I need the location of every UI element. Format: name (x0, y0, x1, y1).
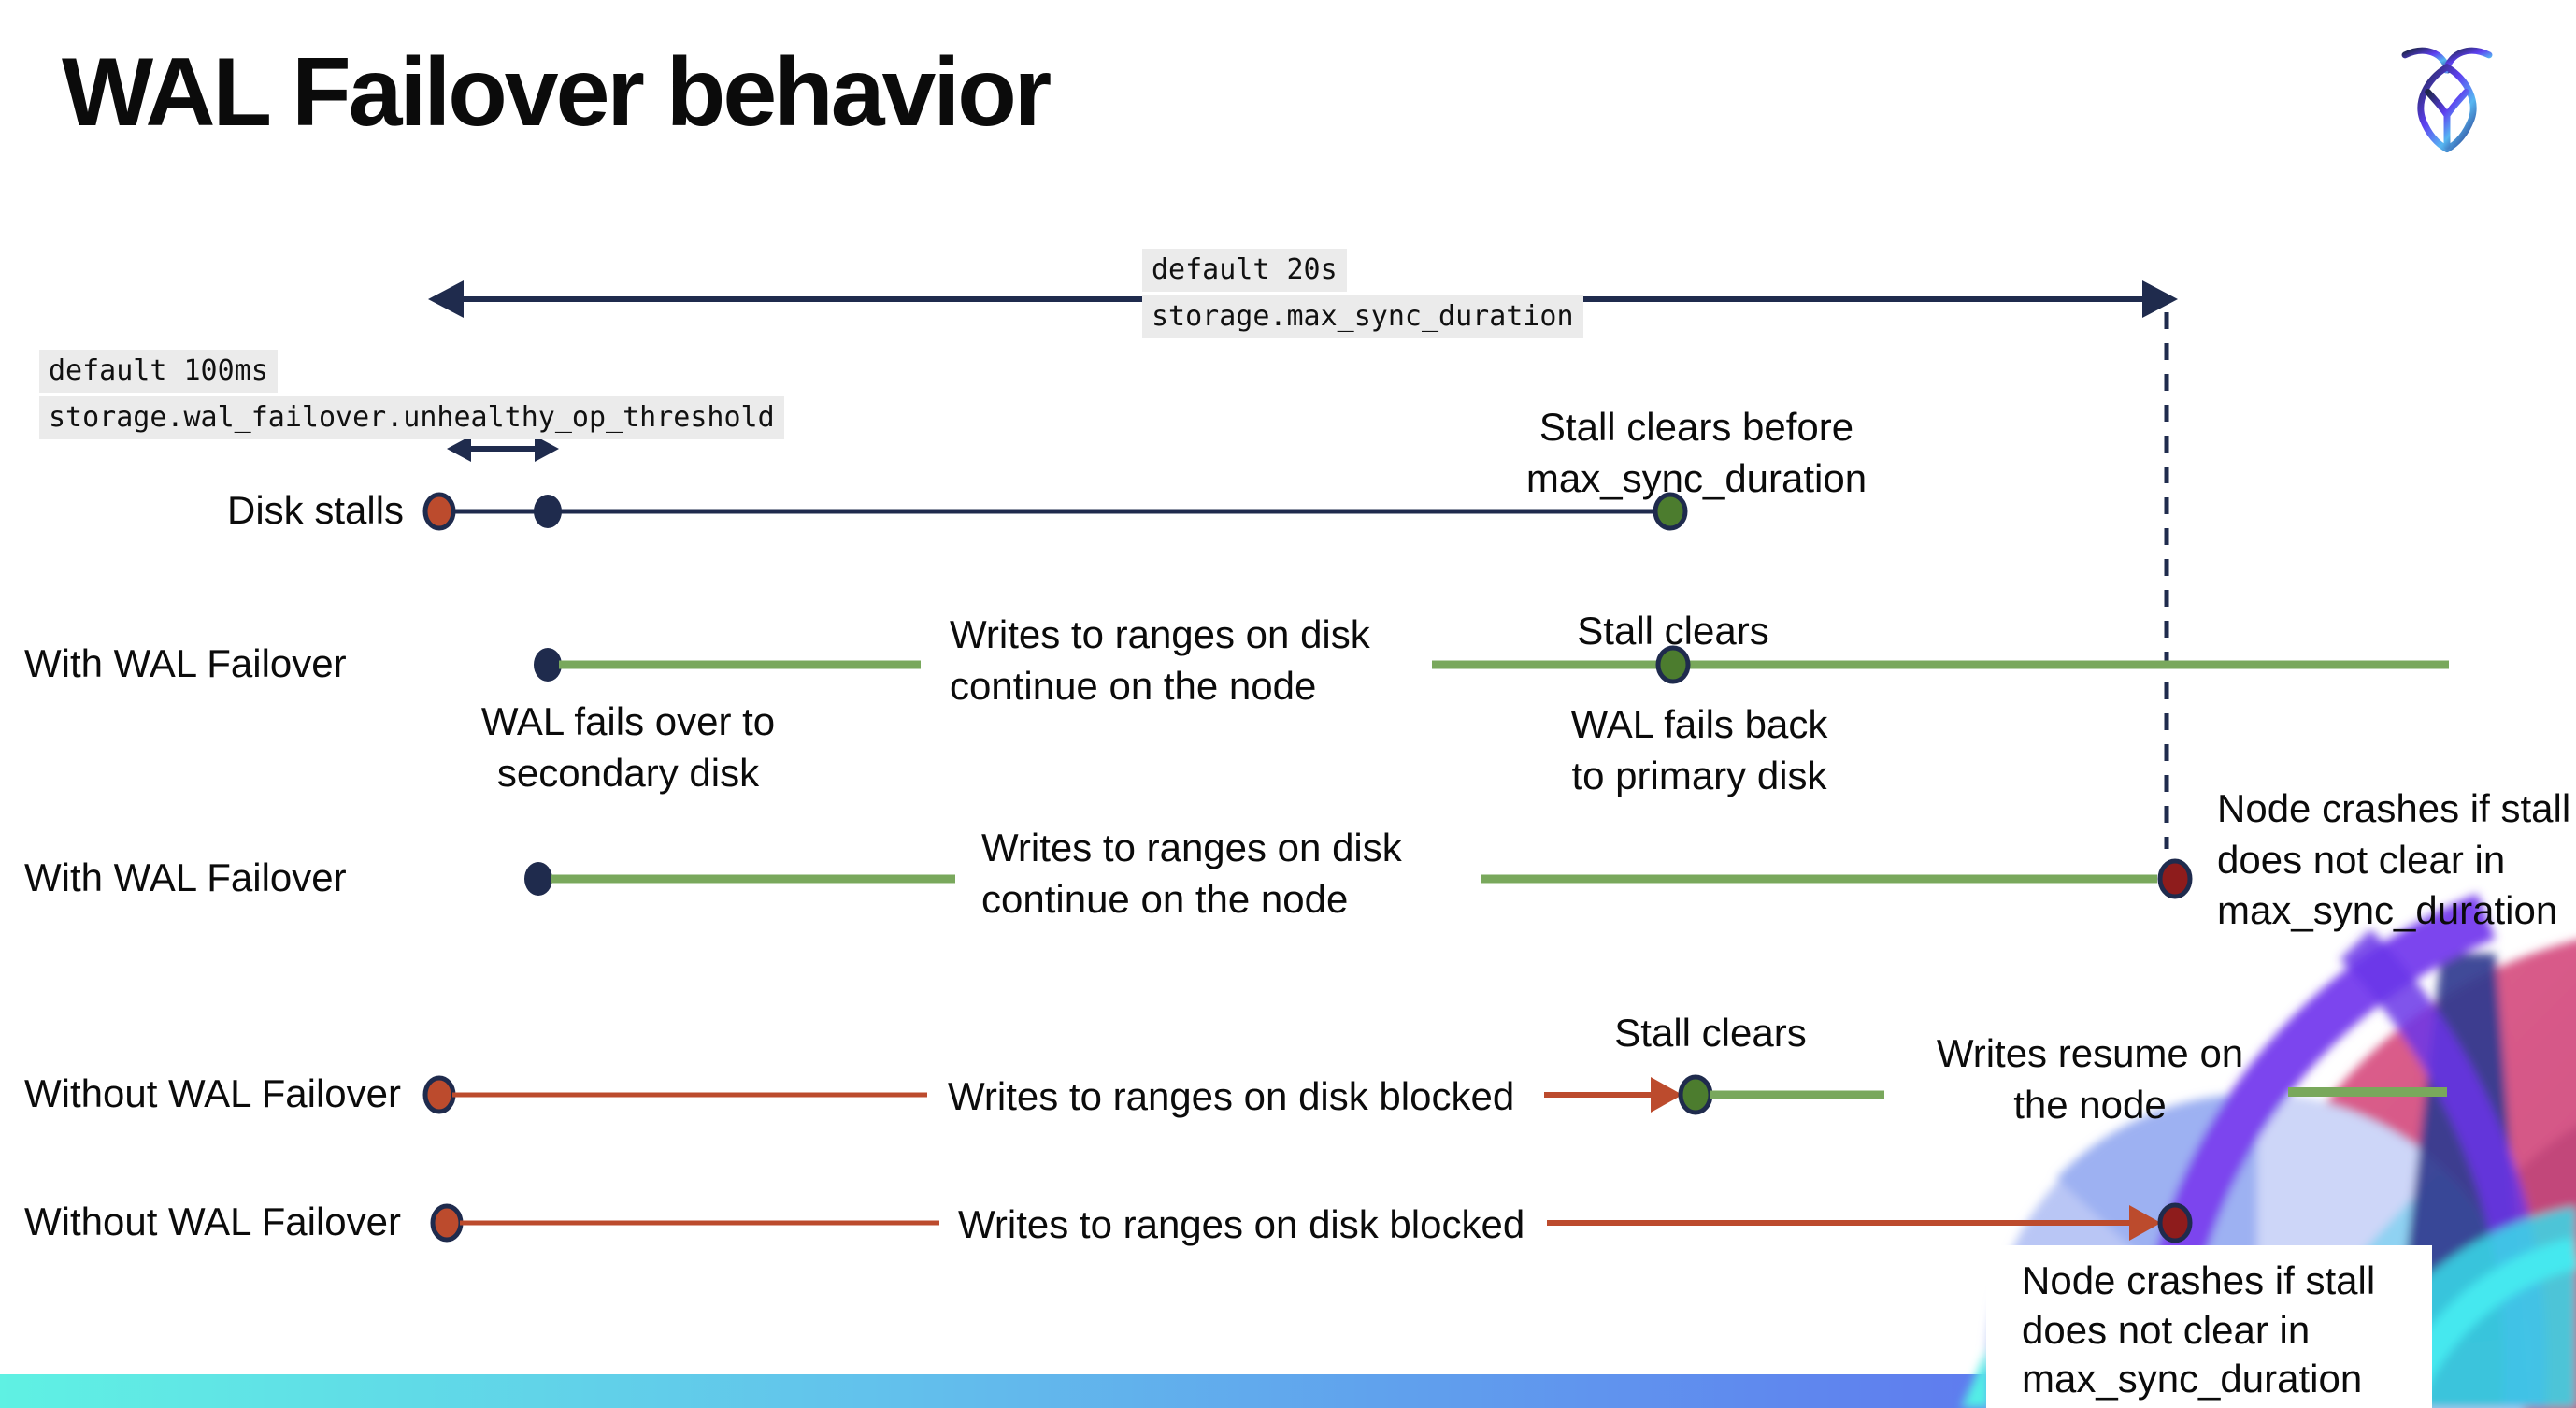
crash-callout-box: Node crashes if stall does not clear in … (1986, 1245, 2432, 1408)
red-arrowhead-icon (1651, 1077, 1682, 1113)
failover-dot (534, 648, 562, 682)
stall-clears-dot (1655, 645, 1691, 684)
failover-trigger-dot (534, 495, 562, 528)
arrowhead-right-icon (2142, 280, 2178, 318)
node-crash-dot (2157, 1202, 2193, 1243)
cockroachdb-logo-icon (2401, 47, 2493, 153)
art-cyan-sliver (1961, 1346, 1989, 1408)
stall-start-dot (430, 1203, 464, 1243)
crash-callout-text: Node crashes if stall does not clear in … (2022, 1258, 2376, 1401)
failover-dot (524, 862, 552, 896)
stall-start-dot (422, 492, 456, 531)
small-arrowhead-left-icon (447, 436, 471, 462)
red-arrowhead-icon (2129, 1205, 2161, 1241)
node-crash-dot (2157, 858, 2193, 899)
arrowhead-left-icon (428, 280, 464, 318)
stall-clears-dot (1678, 1074, 1713, 1115)
small-arrowhead-right-icon (535, 436, 559, 462)
stall-clears-dot (1653, 492, 1688, 531)
stall-start-dot (422, 1075, 456, 1114)
